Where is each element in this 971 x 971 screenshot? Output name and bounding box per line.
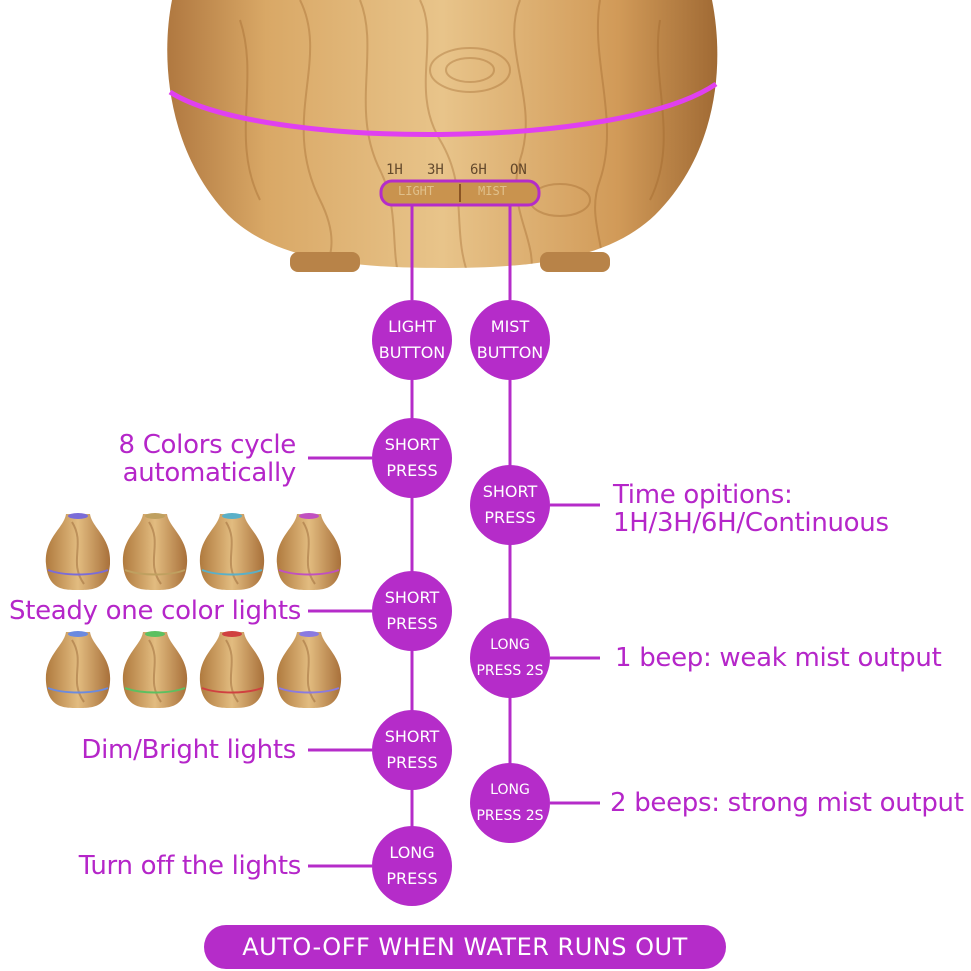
light-step-3-description-line1: Dim/Bright lights [81, 735, 296, 765]
light-step-2-description-line1: Steady one color lights [9, 596, 301, 626]
timer-label-1h: 1H [386, 162, 403, 178]
color-sample-vase [276, 513, 342, 590]
diffuser-body [167, 0, 718, 272]
mist-step-2-action-line2: PRESS 2S [476, 663, 544, 679]
timer-label-3h: 3H [427, 162, 444, 178]
color-sample-vase [276, 631, 342, 708]
mist-step-3-description: 2 beeps: strong mist output [610, 789, 964, 817]
device-mist-button-text: MIST [478, 184, 507, 198]
mist-step-1-action-line1: SHORT [482, 482, 538, 501]
color-sample-vase [122, 631, 188, 708]
mist-step-2-action-line1: LONG [490, 637, 530, 653]
timer-label-on: ON [510, 162, 527, 178]
light-step-2-description: Steady one color lights [9, 597, 301, 625]
light-step-4-circle: LONG PRESS [372, 826, 452, 906]
light-step-2-circle: SHORT PRESS [372, 571, 452, 651]
light-step-1-description-line1: 8 Colors cycle [118, 430, 297, 460]
color-sample-vase [199, 513, 265, 590]
mist-step-1-description-line2: 1H/3H/6H/Continuous [613, 508, 889, 538]
light-step-1-action-line2: PRESS [386, 461, 438, 480]
diffuser-illustration [167, 0, 718, 272]
mist-step-3-description-line1: 2 beeps: strong mist output [610, 788, 964, 818]
light-step-3-description: Dim/Bright lights [81, 736, 296, 764]
light-step-1-circle: SHORT PRESS [372, 418, 452, 498]
mist-step-2-circle: LONG PRESS 2S [470, 618, 550, 698]
color-sample-vase [122, 513, 188, 590]
light-step-4-action-line1: LONG [389, 843, 435, 862]
light-step-1-action-line1: SHORT [384, 435, 440, 454]
led-ring [168, 81, 718, 138]
mist-step-3-circle: LONG PRESS 2S [470, 763, 550, 843]
mist-button-circle: MIST BUTTON [470, 300, 550, 380]
light-step-1-description-line2: automatically [122, 458, 297, 488]
light-step-4-description-line1: Turn off the lights [78, 851, 302, 881]
color-sample-vase [199, 631, 265, 708]
auto-off-banner-text: AUTO-OFF WHEN WATER RUNS OUT [242, 933, 688, 961]
timer-label-6h: 6H [470, 162, 487, 178]
mist-step-2-description-line1: 1 beep: weak mist output [615, 643, 942, 673]
mist-step-1-action-line2: PRESS [484, 508, 536, 527]
mist-step-3-action-line1: LONG [490, 782, 530, 798]
light-button-circle: LIGHT BUTTON [372, 300, 452, 380]
light-step-4-description: Turn off the lights [78, 851, 302, 881]
mist-step-3-action-line2: PRESS 2S [476, 808, 544, 824]
light-step-2-action-line2: PRESS [386, 614, 438, 633]
color-sample-vase [45, 631, 111, 708]
color-sample-vase [45, 513, 111, 590]
mist-step-1-circle: SHORT PRESS [470, 465, 550, 545]
mist-step-1-description-line1: Time opitions: [613, 480, 793, 510]
light-step-2-action-line1: SHORT [384, 588, 440, 607]
mist-step-1-description: Time opitions: 1H/3H/6H/Continuous [613, 481, 889, 537]
light-button-label-line2: BUTTON [378, 343, 446, 362]
color-samples [45, 513, 342, 708]
light-step-3-circle: SHORT PRESS [372, 710, 452, 790]
light-step-3-action-line1: SHORT [384, 727, 440, 746]
light-step-1-description: 8 Colors cycle automatically [119, 431, 297, 487]
device-light-button-text: LIGHT [398, 184, 435, 198]
mist-button-label-line2: BUTTON [476, 343, 544, 362]
auto-off-banner: AUTO-OFF WHEN WATER RUNS OUT [204, 925, 726, 969]
mist-button-label-line1: MIST [490, 317, 530, 336]
foot-right [540, 252, 610, 272]
mist-step-2-description: 1 beep: weak mist output [615, 643, 942, 673]
light-step-3-action-line2: PRESS [386, 753, 438, 772]
light-step-4-action-line2: PRESS [386, 869, 438, 888]
foot-left [290, 252, 360, 272]
light-button-label-line1: LIGHT [388, 317, 436, 336]
